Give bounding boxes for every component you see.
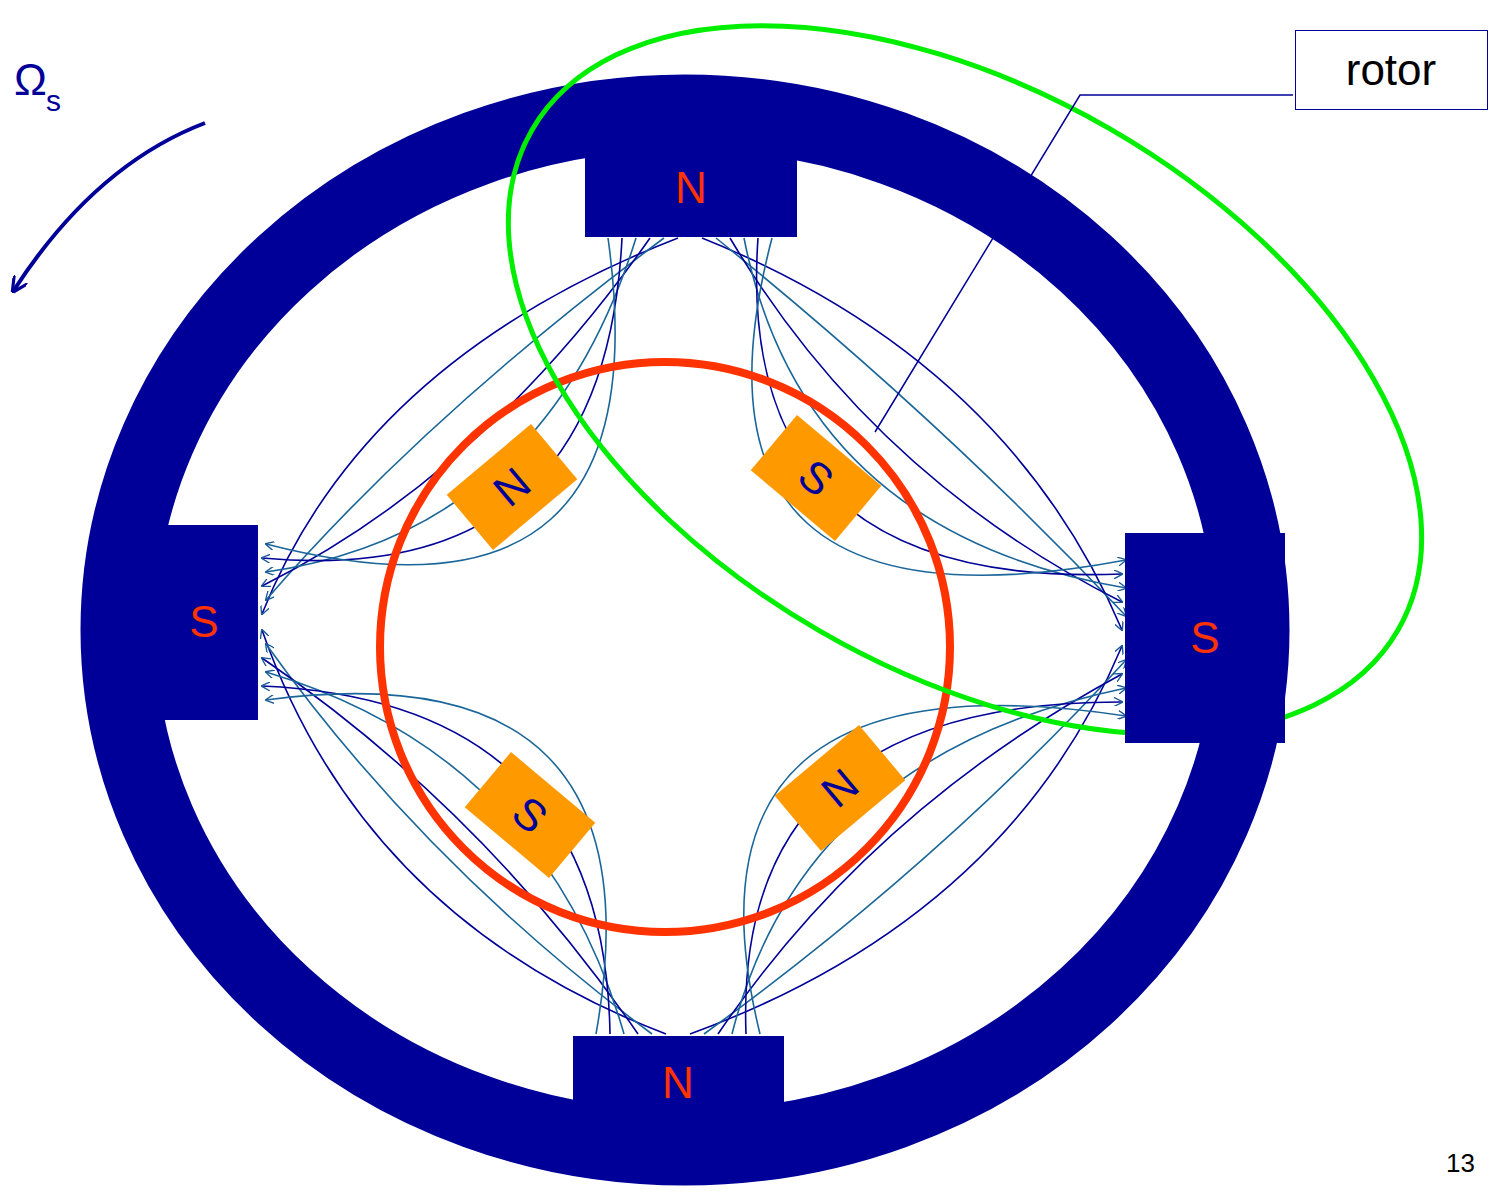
stator-ring: [118, 112, 1252, 1148]
field-line: [744, 238, 1126, 588]
stator-pole: S: [150, 525, 258, 720]
field-line: [262, 238, 678, 614]
page-number: 13: [1446, 1150, 1475, 1176]
field-line: [732, 688, 1126, 1034]
field-line: [266, 694, 606, 1034]
speed-symbol: Ω: [14, 58, 47, 102]
pole-letter: S: [791, 452, 842, 505]
field-line: [266, 238, 636, 572]
field-line: [690, 646, 1122, 1034]
field-lines: [262, 238, 1126, 1034]
pole-letter: N: [814, 761, 867, 815]
pole-letter: N: [662, 1061, 694, 1105]
pole-letter: N: [486, 460, 539, 514]
field-line: [262, 630, 666, 1034]
pole-letter: N: [675, 166, 707, 210]
pole-letter: S: [1190, 616, 1219, 660]
stator-pole: S: [1125, 533, 1285, 743]
rotor-highlight-ellipse: [387, 0, 1490, 881]
field-line: [730, 238, 1122, 602]
field-line: [266, 238, 615, 565]
field-line: [262, 658, 638, 1034]
part-label: rotor: [1346, 48, 1436, 92]
speed-subscript: s: [46, 86, 61, 116]
rotor-magnet: S: [465, 752, 596, 878]
field-line: [718, 674, 1122, 1034]
stator-pole: N: [573, 1036, 784, 1131]
stator-pole: N: [585, 140, 797, 237]
field-line: [702, 238, 1122, 630]
pole-letter: S: [189, 600, 218, 644]
rotation-arrow: [14, 123, 205, 290]
field-line: [744, 706, 1126, 1034]
field-line: [262, 238, 650, 586]
field-line: [266, 238, 664, 600]
leader-line: [875, 95, 1293, 432]
rotor-label-box: rotor: [1295, 30, 1488, 110]
rotor-magnet: S: [751, 415, 882, 541]
pole-letter: S: [505, 789, 556, 842]
field-line: [752, 238, 1126, 575]
field-line: [262, 686, 610, 1034]
field-line: [704, 660, 1126, 1034]
rotor-circle: [380, 362, 950, 932]
field-line: [716, 238, 1126, 616]
field-line: [266, 672, 624, 1034]
